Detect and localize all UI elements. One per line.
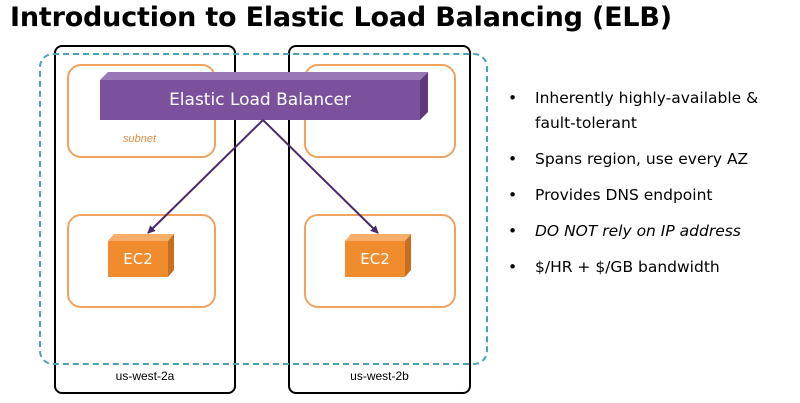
slide-title: Introduction to Elastic Load Balancing (… xyxy=(10,2,672,33)
subnet-label: subnet xyxy=(123,133,157,145)
bullet-text-continued: fault-tolerant xyxy=(535,114,637,132)
bullet-text: Inherently highly-available & xyxy=(535,89,759,107)
bullet-text: $/HR + $/GB bandwidth xyxy=(535,258,720,276)
arrow-to-ec2-a xyxy=(147,119,264,234)
subnet-a-bottom xyxy=(67,214,216,308)
ec2-a-box xyxy=(108,241,168,277)
elb-banner xyxy=(100,80,420,120)
bullet-dot: • xyxy=(508,150,518,168)
bullet-item: • $/HR + $/GB bandwidth xyxy=(508,255,758,280)
region-boundary xyxy=(39,53,488,365)
bullet-dot: • xyxy=(508,222,518,240)
availability-zone-a: us-west-2a xyxy=(54,45,236,394)
ec2-b-top xyxy=(345,234,411,241)
elb-label: Elastic Load Balancer xyxy=(169,90,351,110)
bullet-text: DO NOT rely on IP address xyxy=(535,222,741,240)
bullet-dot: • xyxy=(508,258,518,276)
bullet-item: • Spans region, use every AZ xyxy=(508,147,758,172)
az-b-label: us-west-2b xyxy=(350,369,409,383)
ec2-b-box xyxy=(345,241,405,277)
availability-zone-b: us-west-2b xyxy=(288,45,471,394)
az-a-label: us-west-2a xyxy=(115,369,175,383)
elb-banner-top xyxy=(100,72,428,80)
ec2-b-side xyxy=(405,234,411,277)
bullet-item: • DO NOT rely on IP address xyxy=(508,219,758,244)
ec2-a-top xyxy=(108,234,174,241)
subnet-b-bottom xyxy=(304,214,456,308)
ec2-b-label: EC2 xyxy=(360,250,390,268)
ec2-a-label: EC2 xyxy=(123,250,153,268)
bullet-item: • Inherently highly-available & fault-to… xyxy=(508,86,758,136)
ec2-a-side xyxy=(168,234,174,277)
arrow-to-ec2-b xyxy=(262,119,379,234)
bullet-text: Provides DNS endpoint xyxy=(535,186,713,204)
bullet-dot: • xyxy=(508,186,518,204)
bullet-item: • Provides DNS endpoint xyxy=(508,183,758,208)
feature-list: • Inherently highly-available & fault-to… xyxy=(508,86,758,291)
elb-banner-side xyxy=(420,72,428,120)
bullet-text: Spans region, use every AZ xyxy=(535,150,749,168)
bullet-dot: • xyxy=(508,89,518,107)
